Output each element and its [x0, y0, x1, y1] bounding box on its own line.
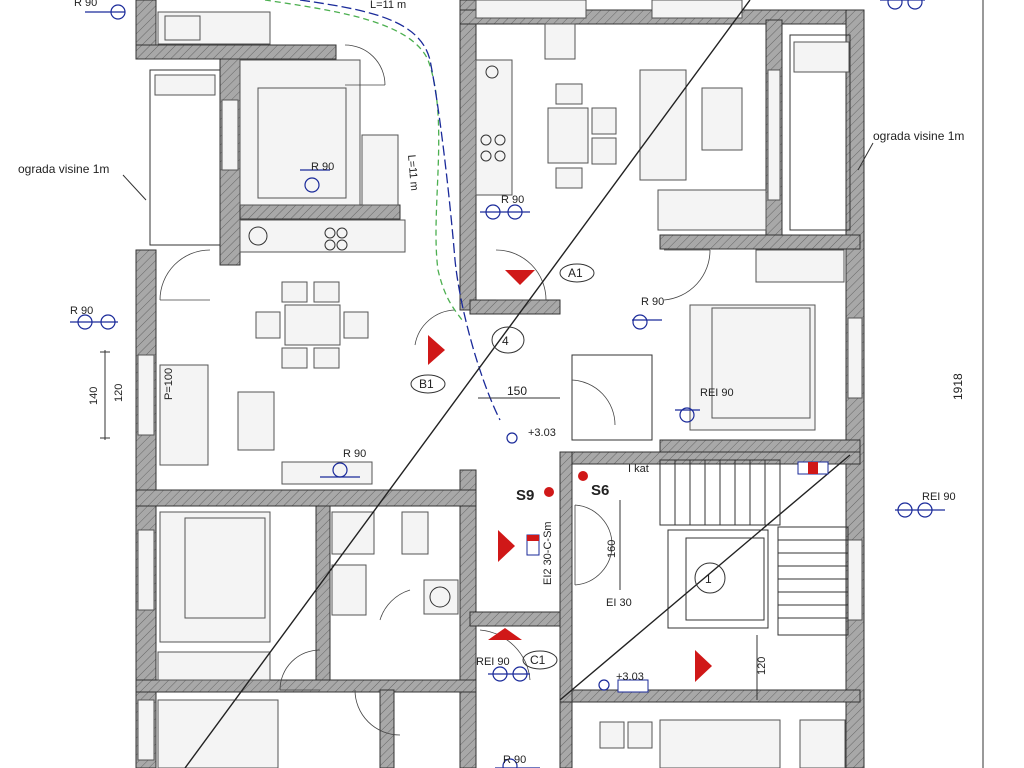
fire-arrow-corridor: [498, 530, 515, 562]
dim-120-stair: 120: [756, 657, 768, 675]
unit-b1: B1: [419, 377, 434, 391]
dim-140: 140: [88, 387, 100, 405]
r90-marker-living: [320, 462, 360, 478]
elevation-label-stair: +3.03: [616, 671, 644, 683]
r90-marker-bottom: [495, 758, 540, 768]
s6-sensor: [578, 471, 588, 481]
r90-marker-bedroom: [632, 314, 662, 330]
furniture: [154, 0, 850, 768]
fire-arrow-top: [505, 270, 535, 285]
fire-symbols: [428, 270, 829, 682]
s6-label: S6: [591, 482, 609, 499]
fence-label-right: ograda visine 1m: [873, 129, 964, 143]
rei90-label-bedroom: REI 90: [700, 387, 734, 399]
r90-marker-kitchen: [480, 204, 530, 220]
fire-markers: [70, 0, 945, 768]
balconies: [149, 34, 851, 246]
r90-label-top-left: R 90: [74, 0, 97, 9]
rei90-marker-corridor: [488, 666, 530, 682]
rei90-label-corridor: REI 90: [476, 656, 510, 668]
r90-label-bottom: R 90: [503, 754, 526, 766]
r90-label-left: R 90: [70, 305, 93, 317]
pipe-length-label: L=11 m: [405, 154, 420, 191]
circle-1: 1: [705, 572, 712, 586]
dim-150: 150: [507, 384, 527, 398]
fence-label-left: ograda visine 1m: [18, 162, 109, 176]
dim-160: 160: [606, 540, 618, 558]
rei90-marker-bedroom: [675, 407, 700, 423]
dim-120: 120: [113, 384, 125, 402]
ei2-30-label: EI2 30-C-Sm: [542, 521, 554, 585]
fire-arrow-stair: [695, 650, 712, 682]
r90-marker-room: [300, 169, 330, 193]
circle-4: 4: [502, 334, 509, 348]
windows: [137, 69, 863, 761]
dimension-lines: [100, 0, 984, 768]
dim-1918: 1918: [951, 373, 965, 400]
doors: [159, 44, 711, 736]
r90-label-bedroom: R 90: [641, 296, 664, 308]
unit-c1: C1: [530, 653, 546, 667]
r90-marker-top-right: [880, 0, 925, 10]
r90-label-living: R 90: [343, 448, 366, 460]
rei90-marker-right: [895, 502, 945, 518]
r90-marker-top-left: [85, 4, 126, 20]
diagonal-lines: [184, 0, 851, 768]
fire-arrow-b1: [428, 335, 445, 365]
s9-label: S9: [516, 487, 534, 504]
r90-label-kitchen: R 90: [501, 194, 524, 206]
r90-marker-left: [70, 314, 118, 330]
r90-label-room: R 90: [311, 161, 334, 173]
unit-a1: A1: [568, 266, 583, 280]
utility-lines: [264, 0, 501, 421]
rei90-label-right: REI 90: [922, 491, 956, 503]
elevation-markers: [506, 432, 649, 693]
staircase: [659, 459, 849, 636]
fire-arrow-bottom: [488, 628, 522, 640]
p100-label: P=100: [163, 368, 175, 400]
pipe-length-label-top: L=11 m: [370, 0, 406, 11]
ei30-label: EI 30: [606, 597, 632, 609]
elevation-label-corridor: +3.03: [528, 427, 556, 439]
s9-sensor: [544, 487, 554, 497]
floor-label: I kat: [628, 463, 649, 475]
unit-tags: [410, 263, 726, 670]
